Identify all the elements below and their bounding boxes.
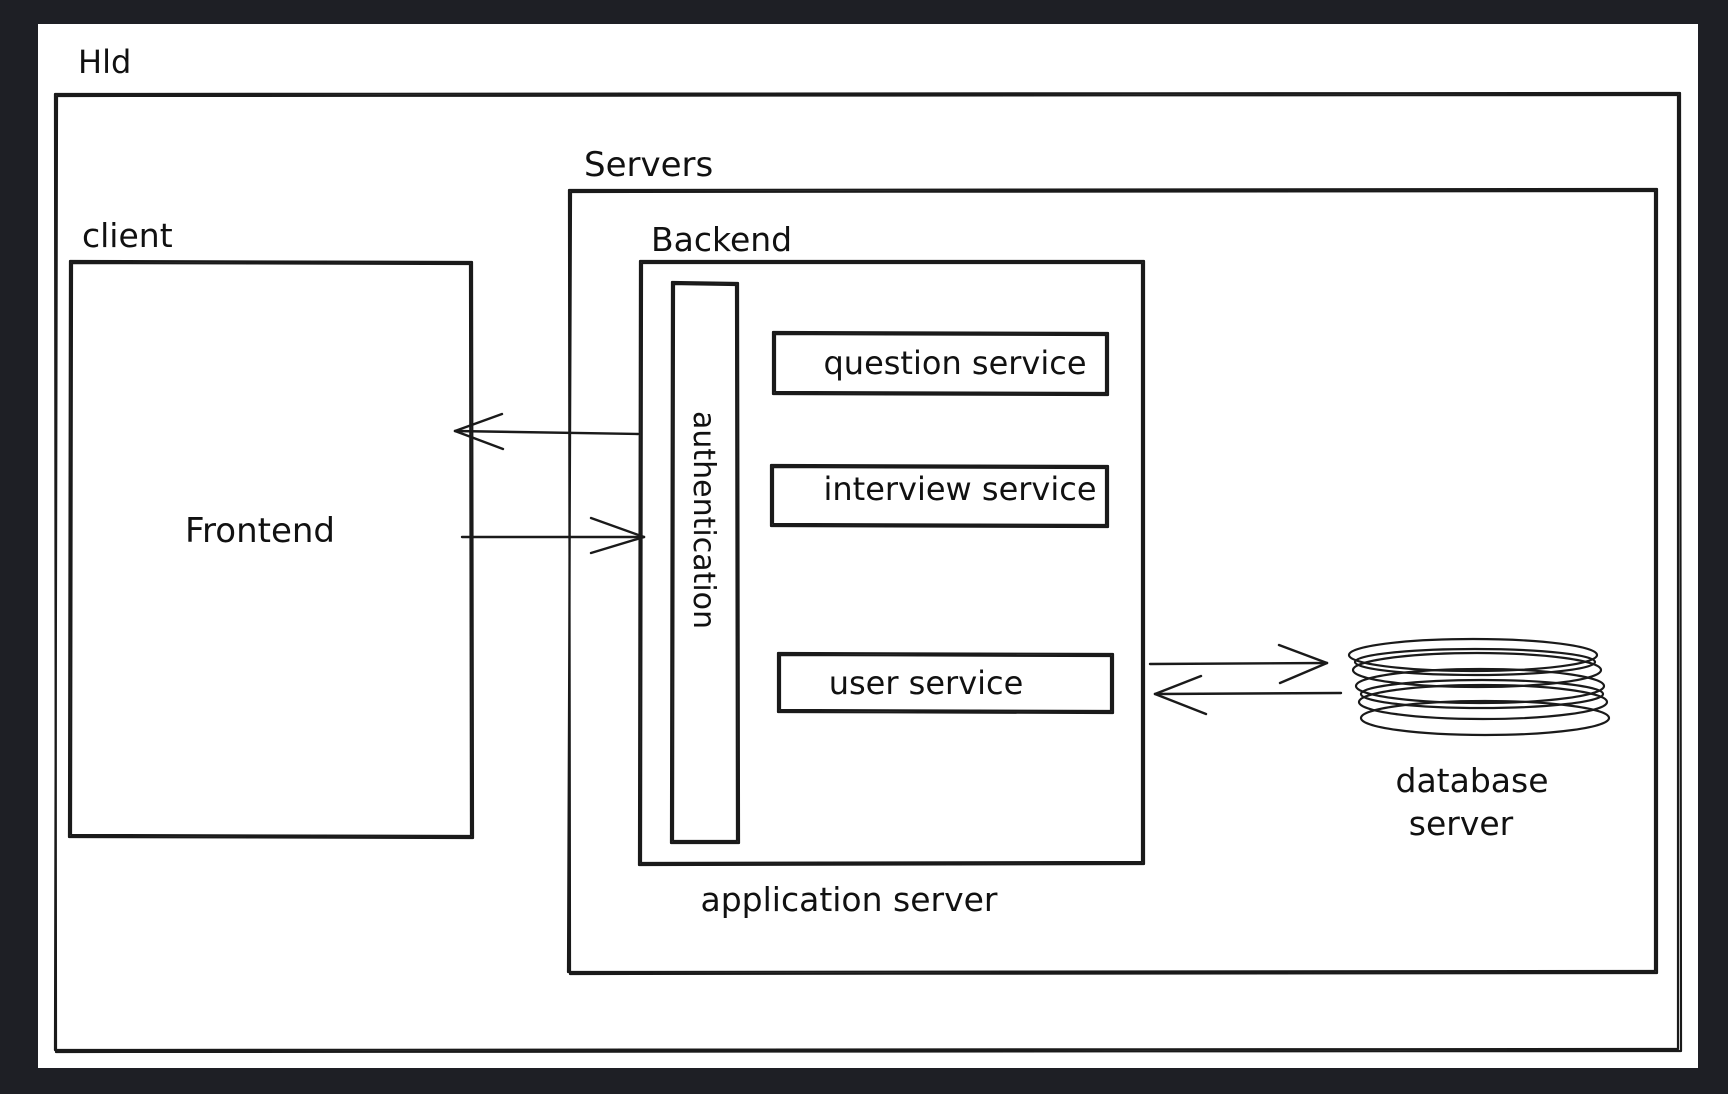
database-server-label-line2: server: [1409, 804, 1514, 843]
interview-service-box: [769, 463, 1110, 529]
application-server-label: application server: [701, 880, 998, 919]
arrow-frontend-to-backend: [460, 516, 646, 555]
question-service-box: [771, 330, 1110, 397]
arrow-database-to-user-service: [1153, 674, 1343, 716]
database-icon: [1347, 637, 1611, 737]
database-server-label-line1: database: [1396, 761, 1549, 800]
canvas: [38, 24, 1698, 1068]
frontend-label: Frontend: [185, 511, 335, 551]
frontend-box: [67, 259, 475, 840]
hld-label: Hld: [78, 43, 131, 81]
authentication-label: authentication: [686, 411, 721, 629]
hld-container: [53, 91, 1683, 1054]
user-service-label: user service: [829, 664, 1024, 702]
backend-label: Backend: [651, 220, 792, 259]
servers-container: [566, 187, 1659, 976]
arrow-user-service-to-database: [1148, 643, 1329, 685]
interview-service-label: interview service: [823, 470, 1096, 508]
question-service-label: question service: [823, 344, 1086, 382]
authentication-box: [669, 280, 741, 845]
arrow-backend-to-frontend: [453, 412, 640, 451]
user-service-box: [776, 651, 1115, 715]
client-label: client: [82, 216, 173, 255]
backend-box: [637, 259, 1146, 867]
servers-label: Servers: [584, 145, 713, 185]
